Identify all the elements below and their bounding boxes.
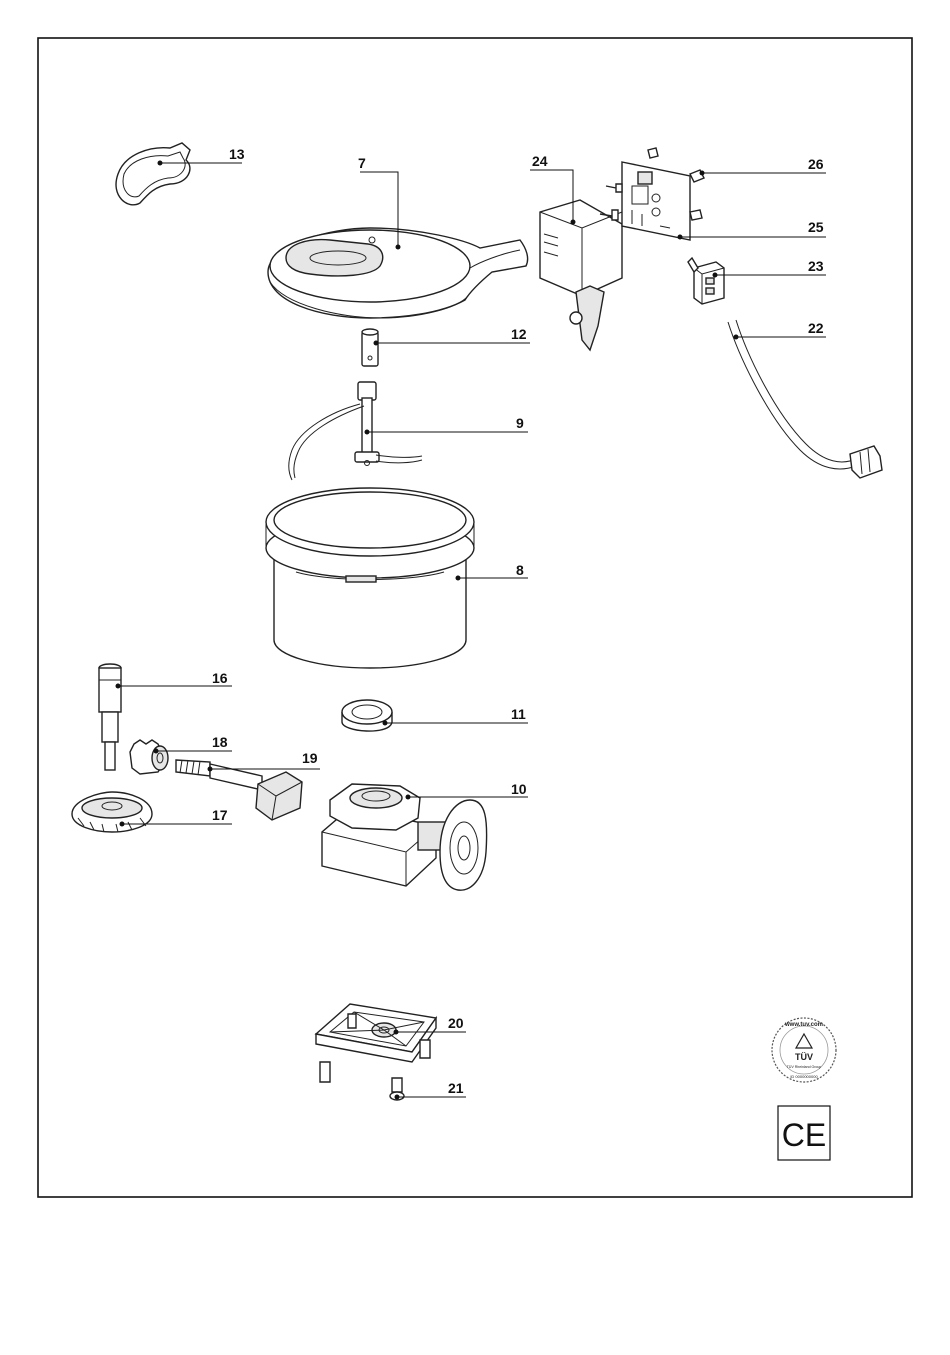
diagram-frame [38,38,912,1197]
part-8-bowl [266,488,474,668]
callout-13: 13 [229,146,245,162]
part-24-motor [540,200,622,350]
part-12-pin [362,329,378,366]
callout-8: 8 [516,562,524,578]
part-23-switch [688,258,724,304]
callout-24: 24 [532,153,548,169]
callout-22: 22 [808,320,824,336]
callout-10: 10 [511,781,527,797]
tuv-seal-sub: TÜV Rheinland Group [787,1065,821,1069]
callout-16: 16 [212,670,228,686]
callout-25: 25 [808,219,824,235]
callout-7: 7 [358,155,366,171]
tuv-seal-ring-text: www.tuv.com [784,1022,823,1028]
callout-20: 20 [448,1015,464,1031]
part-9-stirrer [289,382,422,480]
part-17-bevel-gear [72,792,152,832]
tuv-seal-id: ID 0000000000 [790,1074,818,1079]
part-11-seal-ring [342,700,392,731]
callout-18: 18 [212,734,228,750]
callout-12: 12 [511,326,527,342]
callout-11: 11 [511,706,526,722]
ce-mark-icon: CE [778,1106,830,1160]
tuv-seal-center: TÜV [795,1052,813,1062]
part-13-handle-seal [116,143,190,205]
callout-23: 23 [808,258,824,274]
callout-17: 17 [212,807,228,823]
part-16-shaft [99,664,121,770]
callout-26: 26 [808,156,824,172]
ce-mark-text: CE [782,1117,826,1153]
part-18-pinion-gear [130,740,168,774]
callout-9: 9 [516,415,524,431]
callout-19: 19 [302,750,318,766]
part-22-power-cable [728,320,882,478]
tuv-certification-seal-icon: TÜV www.tuv.com TÜV Rheinland Group ID 0… [772,1018,836,1082]
part-10-gearbox [322,784,487,890]
part-20-base-cover [316,1004,436,1082]
callout-21: 21 [448,1080,464,1096]
